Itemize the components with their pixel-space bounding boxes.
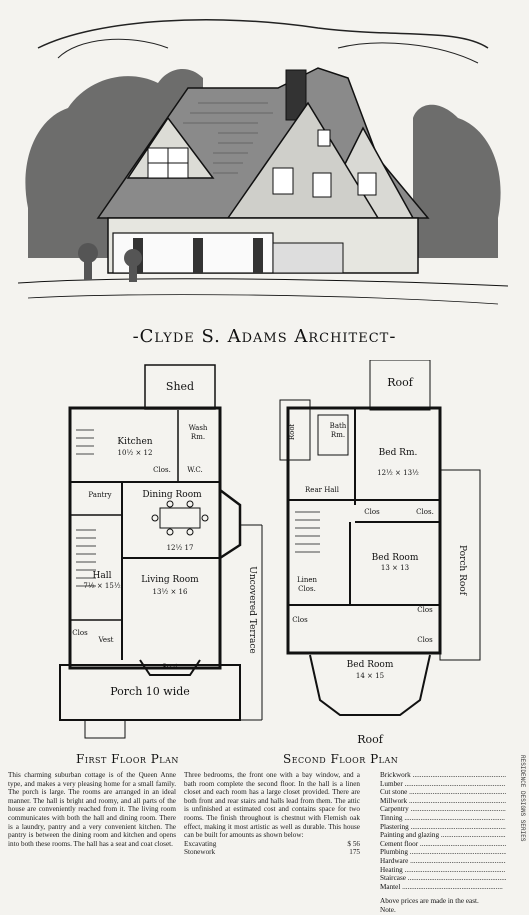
description-col-1: This charming suburban cottage is of the… [8, 771, 176, 848]
spec-item: Cement floor [380, 840, 506, 849]
label-clos-e: Clos [417, 636, 433, 644]
floor-plans: Shed Kitchen 10½ × 12 Wash Rm. Clos. W.C… [59, 360, 481, 746]
label-living: Living Room [141, 575, 199, 585]
spec-item: Millwork [380, 797, 506, 806]
house-illustration [18, 19, 508, 305]
label-bed1: Bed Rm. [379, 448, 418, 458]
cost-label-excavating: Excavating [184, 839, 217, 848]
label-roof-left: Roof [288, 422, 296, 440]
spec-note: Note. [380, 905, 396, 914]
description-col-2: Three bedrooms, the front one with a bay… [184, 771, 360, 857]
label-hall: Hall [93, 571, 112, 581]
spec-item: Cut stone [380, 788, 506, 797]
label-living-size: 13½ × 16 [153, 588, 188, 596]
label-kitchen-size: 10½ × 12 [118, 449, 153, 457]
label-linen: Linen [297, 576, 318, 584]
label-kitchen: Kitchen [117, 437, 152, 447]
label-clos-d: Clos [417, 606, 433, 614]
description-text-2: Three bedrooms, the front one with a bay… [184, 771, 360, 840]
spec-item: Carpentry [380, 805, 506, 814]
cost-value-stonework: 175 [349, 848, 360, 857]
label-rear-hall: Rear Hall [305, 486, 340, 494]
second-floor-caption: Second Floor Plan [283, 752, 399, 766]
label-bed2-size: 13 × 13 [381, 564, 409, 572]
label-shed: Shed [166, 380, 194, 393]
label-linen-clos: Clos. [298, 585, 316, 593]
label-bed1-size: 12½ × 13½ [377, 469, 419, 477]
label-clos-c: Clos [292, 616, 308, 624]
spec-item: Plumbing [380, 848, 506, 857]
second-floor-plan [279, 360, 481, 716]
spec-item: Tinning [380, 814, 506, 823]
spec-item: Brickwork [380, 771, 506, 780]
spec-item: Lumber [380, 780, 506, 789]
label-dining: Dining Room [142, 490, 202, 500]
spec-item: Painting and glazing [380, 831, 506, 840]
label-wash: Wash [189, 424, 208, 432]
spec-note-prices: Above prices are made in the east. [380, 897, 479, 906]
first-floor-caption: First Floor Plan [76, 752, 179, 766]
label-clos-hall: Clos [72, 629, 88, 637]
label-pantry: Pantry [88, 491, 111, 499]
label-wc: W.C. [187, 466, 203, 474]
cost-row-stonework: Stonework 175 [184, 848, 360, 857]
spec-item: Mantel [380, 883, 506, 892]
label-roof-bottom: Roof [357, 733, 384, 746]
label-seat: Seat [162, 663, 178, 671]
cost-value-excavating: $ 56 [347, 839, 360, 848]
description-text-1: This charming suburban cottage is of the… [8, 771, 176, 848]
cost-row-excavating: Excavating $ 56 [184, 840, 360, 849]
cost-label-stonework: Stonework [184, 848, 216, 857]
label-bath-rm: Rm. [331, 431, 345, 439]
label-porch: Porch 10 wide [110, 685, 190, 698]
cost-specs-list: Brickwork Lumber Cut stone Millwork Carp… [380, 771, 506, 915]
architect-credit: -Clyde S. Adams Architect- [132, 326, 397, 347]
label-bed3-size: 14 × 15 [356, 672, 384, 680]
label-porch-roof: Porch Roof [457, 545, 467, 596]
label-hall-size: 7½ × 15½ [83, 582, 120, 590]
label-clos-b: Clos. [416, 508, 434, 516]
spec-item: Plastering [380, 823, 506, 832]
label-clos-a: Clos [364, 508, 380, 516]
label-roof-top: Roof [387, 376, 414, 389]
margin-vertical-text: RESIDENCE DESIGNS SERIES [519, 755, 526, 842]
spec-item: Staircase [380, 874, 506, 883]
label-bed3: Bed Room [347, 660, 394, 670]
spec-item: Heating [380, 866, 506, 875]
label-bed2: Bed Room [372, 553, 419, 563]
first-floor-plan [59, 364, 263, 739]
label-vest: Vest [98, 636, 114, 644]
label-dining-size: 12½ 17 [167, 544, 194, 552]
label-clos: Clos. [153, 466, 171, 474]
label-bath: Bath [330, 422, 347, 430]
label-terrace: Uncovered Terrace [247, 566, 257, 653]
spec-item: Hardware [380, 857, 506, 866]
label-wash-rm: Rm. [191, 433, 205, 441]
